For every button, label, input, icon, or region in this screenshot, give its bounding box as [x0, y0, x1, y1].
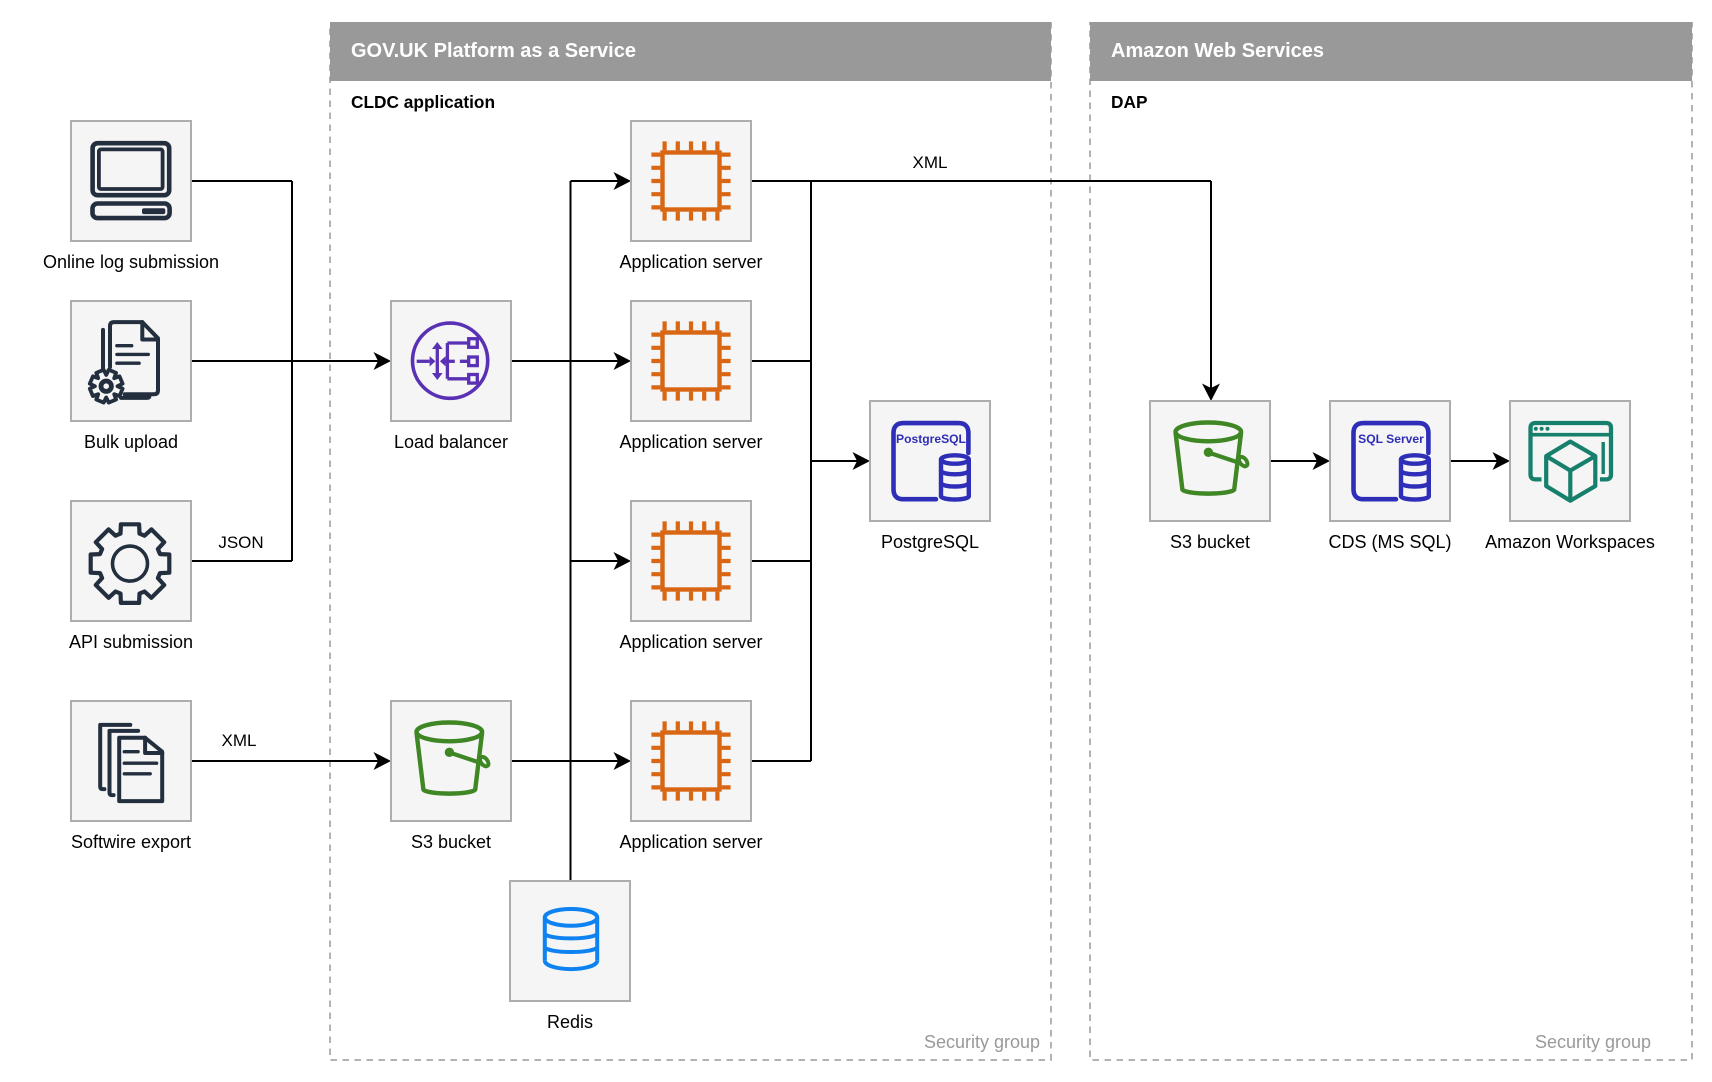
svg-text:SQL Server: SQL Server: [1358, 432, 1424, 446]
svg-text:PostgreSQL: PostgreSQL: [896, 432, 967, 446]
